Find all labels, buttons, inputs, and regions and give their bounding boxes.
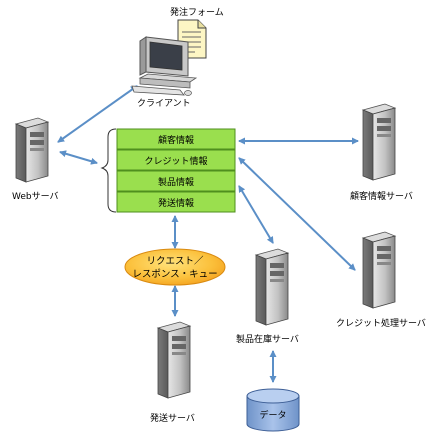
info-box-customer: [116, 128, 236, 150]
info-box-shipping: [116, 191, 236, 213]
customer-info-server-label: 顧客情報サーバ: [350, 190, 413, 202]
inventory-server-icon: [254, 248, 290, 326]
customer-info-server-icon: [361, 103, 397, 181]
credit-server-icon: [361, 231, 397, 309]
info-box-product: [116, 170, 236, 192]
web-server-icon: [14, 117, 50, 183]
info-label-product: 製品情報: [158, 176, 194, 188]
info-label-credit: クレジット情報: [144, 155, 207, 167]
arrow-web-info: [59, 150, 98, 165]
shipping-server-icon: [156, 321, 192, 399]
shipping-server-label: 発送サーバ: [150, 412, 195, 424]
credit-server-label: クレジット処理サーバ: [336, 317, 426, 329]
arrow-info-credit-server: [238, 157, 356, 271]
connection-arrows: [57, 85, 359, 383]
info-group-bracket: [100, 128, 117, 213]
info-label-customer: 顧客情報: [158, 134, 194, 146]
order-form-label: 発注フォーム: [170, 6, 224, 18]
arrow-web-client: [57, 85, 138, 143]
client-label: クライアント: [137, 98, 191, 109]
queue-label-line2: レスポンス・キュー: [132, 269, 217, 280]
request-response-queue: リクエスト／ レスポンス・キュー: [124, 248, 226, 286]
web-server-label: Webサーバ: [12, 191, 59, 202]
info-label-shipping: 発送情報: [158, 197, 194, 209]
inventory-server-label: 製品在庫サーバ: [236, 333, 299, 345]
info-stack: 顧客情報 クレジット情報 製品情報 発送情報: [116, 128, 236, 213]
data-label: データ: [259, 409, 286, 421]
queue-label-line1: リクエスト／: [146, 256, 204, 267]
arrow-info-inventory-server: [238, 185, 274, 244]
database-cylinder-icon: [246, 388, 300, 432]
client-computer-icon: [131, 36, 198, 96]
info-box-credit: [116, 149, 236, 171]
